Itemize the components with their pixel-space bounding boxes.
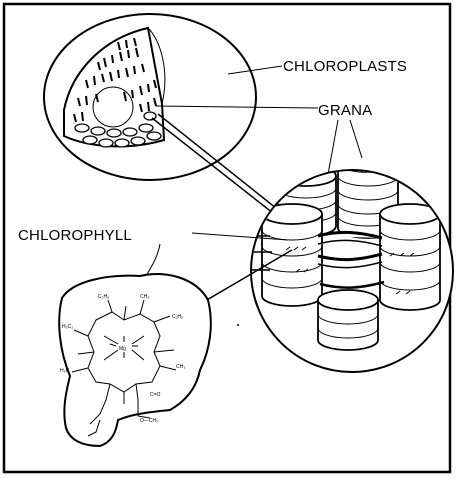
chloroplasts-leader xyxy=(228,66,282,74)
grana-leader-3 xyxy=(350,120,362,158)
grana-label: GRANA xyxy=(318,102,372,119)
grana-leader-1 xyxy=(156,106,318,108)
chlorophyll-label: CHLOROPHYLL xyxy=(18,227,132,244)
chem-methyl: CH₃ xyxy=(140,294,149,300)
chlorophyll-leader-2 xyxy=(146,244,160,276)
chloroplasts-label: CHLOROPLASTS xyxy=(283,58,407,75)
chem-ester: O—CH₃ xyxy=(140,418,158,424)
thylakoid-magnified xyxy=(250,152,453,372)
molecule-outline xyxy=(59,274,211,446)
chem-methyl-left: H₃C xyxy=(60,368,70,374)
plant-cell xyxy=(44,14,256,180)
chlorophyll-molecule: Mg C₂H₅ CH₃ H₅C₂ C₂H₅ H₃C CH₃ C=O O—CH₃ xyxy=(59,274,211,446)
chem-ethyl: C₂H₅ xyxy=(98,294,109,300)
mg-label: Mg xyxy=(119,346,126,352)
stray-dot xyxy=(237,324,239,326)
chem-ethyl-right: C₂H₅ xyxy=(172,314,183,320)
chem-carbonyl: C=O xyxy=(150,392,161,398)
chem-ethyl-left: H₅C₂ xyxy=(62,324,73,330)
chem-methyl-right: CH₃ xyxy=(176,364,185,370)
